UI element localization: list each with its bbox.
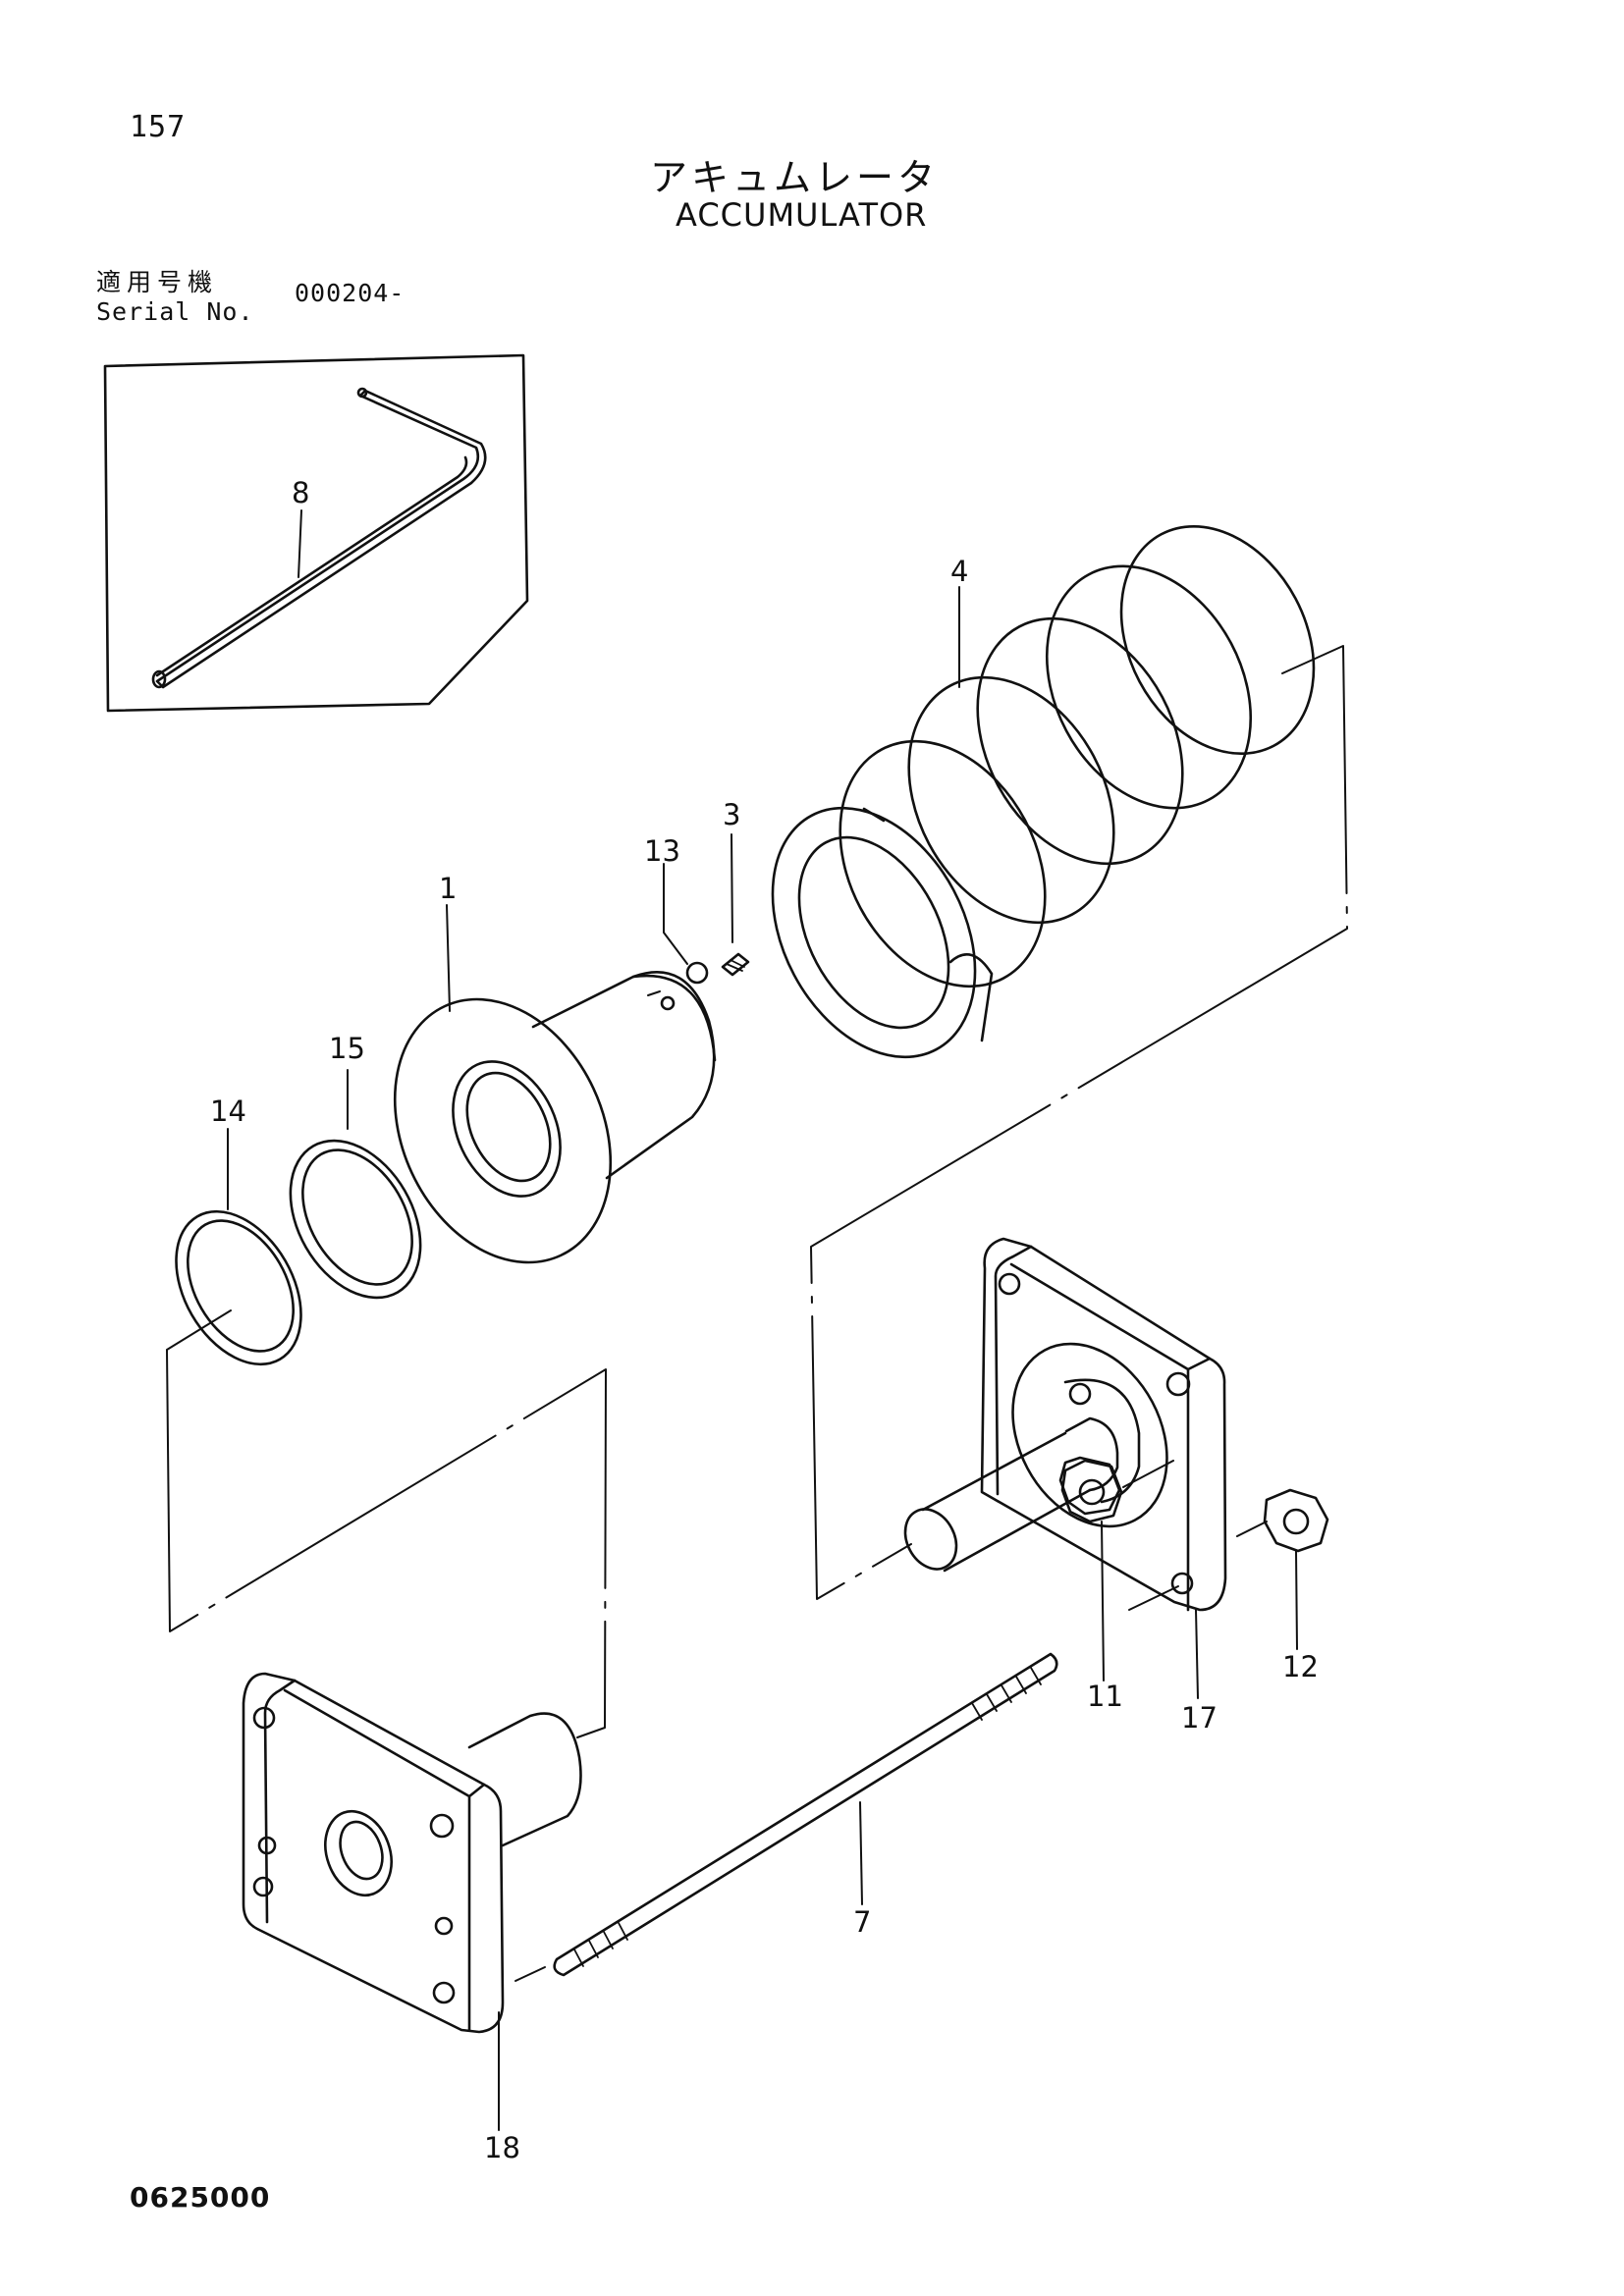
assembly-outline-left xyxy=(166,1309,607,1738)
o-ring xyxy=(289,1139,422,1300)
part-label-8: 8 xyxy=(292,476,309,509)
set-screw xyxy=(721,952,750,977)
threaded-tie-rod xyxy=(553,1652,1058,1977)
part-label-14: 14 xyxy=(210,1095,246,1128)
steel-ball xyxy=(685,961,709,985)
leader-line-8 xyxy=(298,509,302,578)
part-label-3: 3 xyxy=(723,798,740,831)
accumulator-body xyxy=(393,971,717,1264)
inset-box-outline xyxy=(103,353,529,713)
hex-nut-center xyxy=(1060,1459,1123,1523)
serial-number-value: 000204- xyxy=(295,279,406,307)
page-number: 157 xyxy=(130,110,187,144)
title-japanese: アキュムレータ xyxy=(650,156,940,199)
part-label-12: 12 xyxy=(1282,1650,1319,1683)
leader-line-17 xyxy=(1195,1609,1199,1699)
part-label-15: 15 xyxy=(329,1032,365,1065)
coil-spring xyxy=(771,524,1316,1059)
backup-ring xyxy=(175,1209,302,1366)
assembly-outline-right xyxy=(810,645,1348,1600)
leader-line-13 xyxy=(663,863,688,965)
drawing-code: 0625000 xyxy=(130,2181,271,2214)
title-english: ACCUMULATOR xyxy=(676,196,928,234)
part-label-1: 1 xyxy=(439,872,457,905)
part-label-13: 13 xyxy=(644,834,680,868)
leader-line-12 xyxy=(1295,1550,1298,1650)
part-label-7: 7 xyxy=(853,1905,871,1939)
hex-nut-12 xyxy=(1236,1488,1329,1553)
part-label-11: 11 xyxy=(1087,1680,1123,1713)
leader-line-7 xyxy=(859,1801,863,1905)
leader-line-11 xyxy=(1101,1521,1105,1682)
serial-label-english: Serial No. xyxy=(96,297,254,326)
serial-label-japanese: 適用号機 xyxy=(96,268,219,296)
front-flange xyxy=(242,1672,582,2034)
rear-flange xyxy=(903,1237,1227,1612)
leader-line-3 xyxy=(731,833,733,943)
inset-box-hex-key xyxy=(103,353,529,713)
part-label-18: 18 xyxy=(484,2131,520,2164)
part-label-17: 17 xyxy=(1181,1701,1218,1735)
leader-line-1 xyxy=(446,904,451,1012)
part-label-4: 4 xyxy=(950,555,968,588)
